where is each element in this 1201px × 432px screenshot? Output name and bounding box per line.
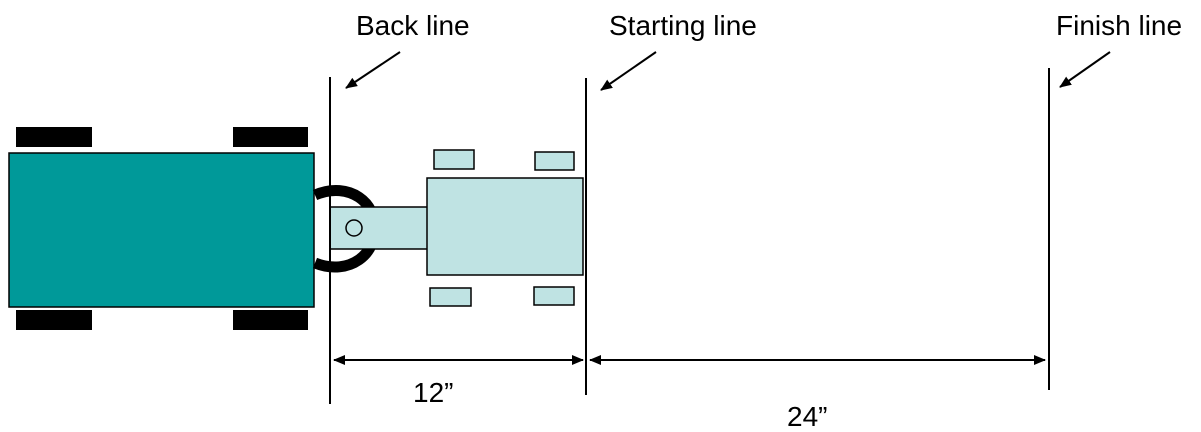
dimension-label-12: 12” <box>413 377 453 408</box>
trailer-body <box>8 152 315 308</box>
dimension-label-24: 24” <box>787 401 827 432</box>
vehicle-body <box>426 177 584 276</box>
vehicle-wheel-bottom-left <box>429 287 472 307</box>
trailer <box>8 127 315 330</box>
trailer-wheel-bottom-right <box>233 310 308 330</box>
back-line-pointer <box>345 51 401 89</box>
trailer-wheel-top-right <box>233 127 308 147</box>
vehicle-tongue <box>329 206 429 250</box>
hitch-pin <box>345 219 363 237</box>
vehicle-wheel-top-left <box>433 149 475 170</box>
tow-vehicle <box>329 149 584 307</box>
finish-line-pointer <box>1059 51 1111 88</box>
starting-line-label: Starting line <box>609 10 757 41</box>
starting-line-pointer <box>600 51 657 91</box>
trailer-wheel-top-left <box>16 127 92 147</box>
vehicle-wheel-top-right <box>534 151 575 171</box>
back-line-label: Back line <box>356 10 470 41</box>
trailer-wheel-bottom-left <box>16 310 92 330</box>
finish-line-label: Finish line <box>1056 10 1182 41</box>
vehicle-wheel-bottom-right <box>533 286 575 306</box>
